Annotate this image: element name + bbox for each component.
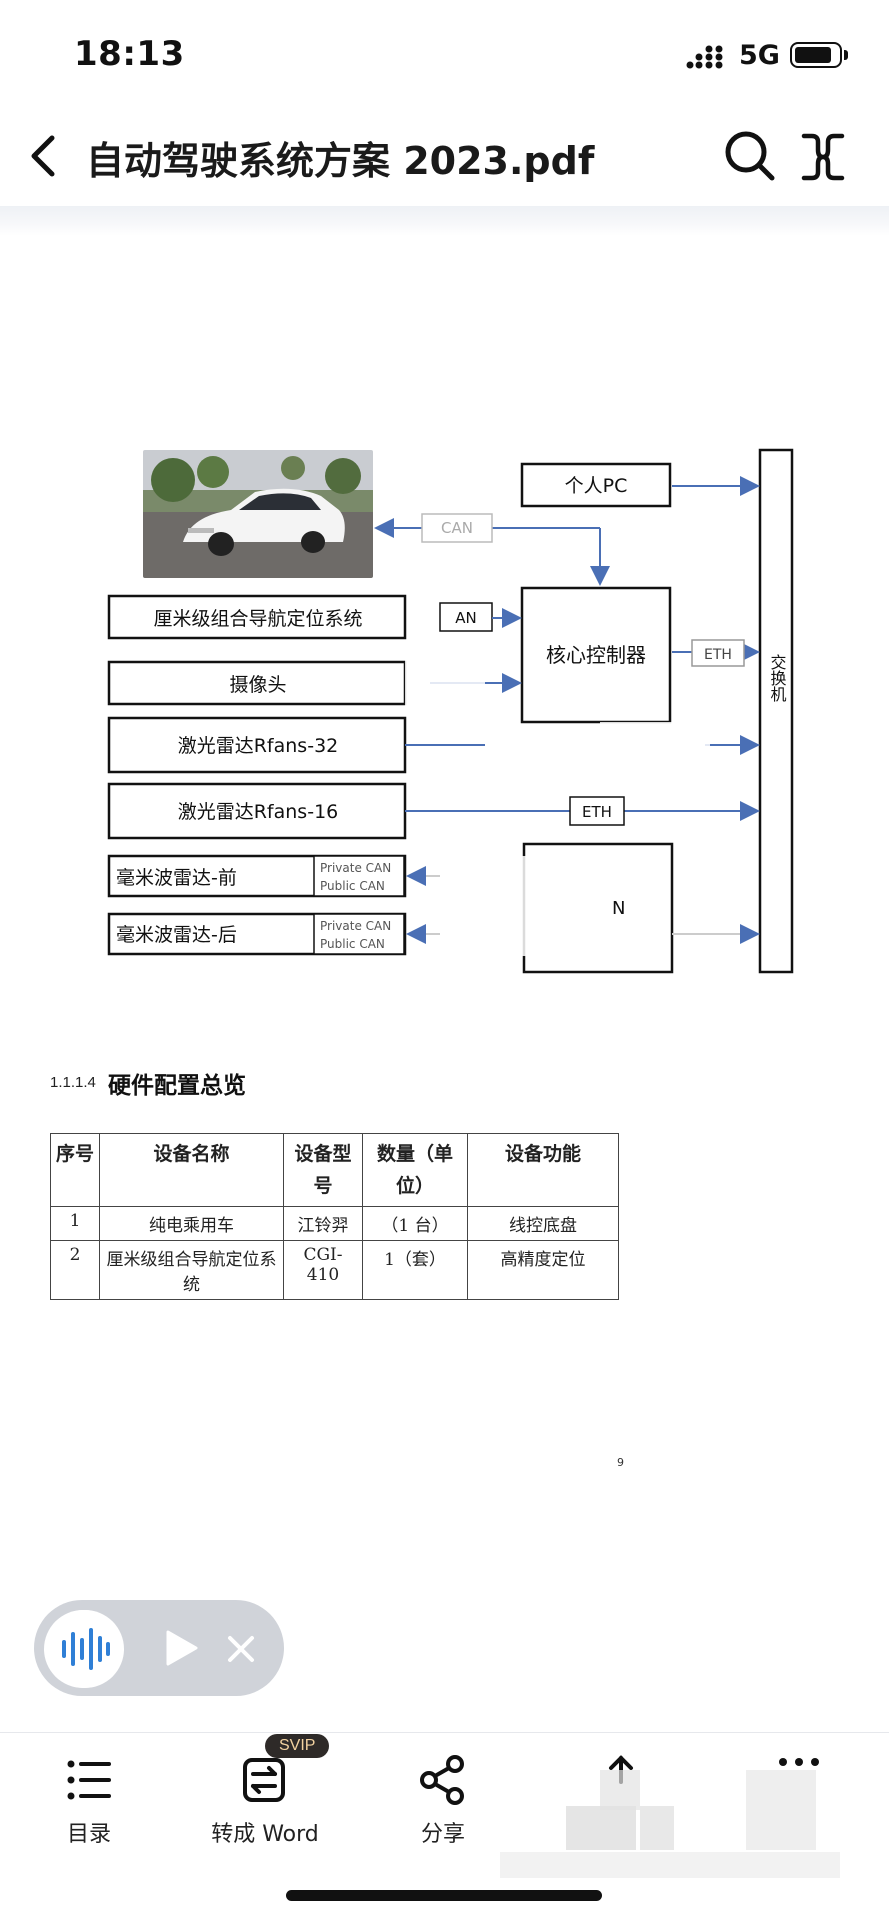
can-top-label: CAN xyxy=(441,519,473,537)
svip-badge: SVIP xyxy=(265,1734,329,1758)
table-cell: 2 xyxy=(51,1241,100,1300)
table-cell: 线控底盘 xyxy=(468,1207,619,1241)
home-indicator xyxy=(286,1890,602,1901)
network-type: 5G xyxy=(739,40,780,71)
table-header: 设备名称 xyxy=(100,1134,284,1207)
table-row: 2 厘米级组合导航定位系统 CGI-410 1（套） 高精度定位 xyxy=(51,1241,619,1300)
radar-rear-label: 毫米波雷达-后 xyxy=(116,924,237,946)
obscured-region xyxy=(440,856,560,956)
back-icon[interactable] xyxy=(22,126,70,186)
eth-controller-label: ETH xyxy=(704,647,732,663)
search-icon[interactable] xyxy=(722,128,778,184)
obscured-region xyxy=(600,1770,640,1810)
switch-label: 交换机 xyxy=(768,654,787,703)
radar-front-label: 毫米波雷达-前 xyxy=(116,867,237,889)
radar-rear-private-can: Private CAN xyxy=(320,919,391,933)
convert-word-icon xyxy=(237,1752,293,1808)
header-divider xyxy=(0,206,889,236)
table-cell: CGI-410 xyxy=(284,1241,363,1300)
table-cell: 纯电乘用车 xyxy=(100,1207,284,1241)
obscured-region xyxy=(746,1770,816,1850)
architecture-diagram: 交换机 个人PC CAN 核心控制器 ETH 厘米级组合导航定位系统 AN 摄像… xyxy=(100,440,800,980)
table-header: 设备功能 xyxy=(468,1134,619,1207)
list-icon xyxy=(61,1752,117,1808)
section-title: 硬件配置总览 xyxy=(108,1066,246,1100)
obscured-region xyxy=(566,1806,636,1850)
obscured-region xyxy=(500,1852,840,1878)
table-cell: 1 xyxy=(51,1207,100,1241)
pc-label: 个人PC xyxy=(565,475,628,497)
table-cell: 高精度定位 xyxy=(468,1241,619,1300)
table-row: 1 纯电乘用车 江铃羿 （1 台） 线控底盘 xyxy=(51,1207,619,1241)
toolbar-label: 目录 xyxy=(24,1816,154,1848)
section-number: 1.1.1.4 xyxy=(50,1074,96,1091)
toolbar-label: 转成 Word xyxy=(200,1816,330,1848)
eth-lidar-label: ETH xyxy=(582,803,612,821)
battery-nub xyxy=(844,50,848,60)
table-cell: 1（套） xyxy=(363,1241,468,1300)
toolbar-item-convert-word[interactable]: 转成 Word xyxy=(200,1742,330,1872)
table-header: 数量（单位） xyxy=(363,1134,468,1207)
table-header: 序号 xyxy=(51,1134,100,1207)
page-number: 9 xyxy=(617,1456,624,1469)
table-header-row: 序号 设备名称 设备型号 数量（单位） 设备功能 xyxy=(51,1134,619,1207)
lidar32-label: 激光雷达Rfans-32 xyxy=(178,735,339,757)
audio-wave-icon[interactable] xyxy=(44,1610,124,1688)
table-cell: 江铃羿 xyxy=(284,1207,363,1241)
play-icon[interactable] xyxy=(160,1628,200,1668)
close-icon[interactable] xyxy=(222,1630,260,1668)
controller-label: 核心控制器 xyxy=(546,643,646,667)
radar-front-public-can: Public CAN xyxy=(320,879,385,893)
switch-box xyxy=(760,450,792,972)
radar-rear-public-can: Public CAN xyxy=(320,937,385,951)
hardware-table: 序号 设备名称 设备型号 数量（单位） 设备功能 1 纯电乘用车 江铃羿 （1 … xyxy=(50,1133,619,1300)
obscured-region xyxy=(640,1806,674,1850)
toolbar-item-share[interactable]: 分享 xyxy=(378,1742,508,1872)
gnss-label: 厘米级组合导航定位系统 xyxy=(153,608,362,630)
cellular-signal-icon xyxy=(686,44,728,70)
document-title: 自动驾驶系统方案 2023.pdf xyxy=(86,130,594,185)
camera-label: 摄像头 xyxy=(229,674,286,696)
obscured-region xyxy=(600,722,710,762)
lidar16-label: 激光雷达Rfans-16 xyxy=(178,801,339,823)
toolbar-label: 分享 xyxy=(378,1816,508,1848)
table-header: 设备型号 xyxy=(284,1134,363,1207)
obscured-region xyxy=(405,650,485,710)
gateway-label: N xyxy=(612,898,625,919)
can-gnss-label: AN xyxy=(455,609,476,627)
battery-icon xyxy=(790,42,842,68)
share-icon xyxy=(415,1752,471,1808)
expand-icon[interactable] xyxy=(796,130,850,184)
table-cell: 厘米级组合导航定位系统 xyxy=(100,1241,284,1300)
toolbar-item-contents[interactable]: 目录 xyxy=(24,1742,154,1872)
table-cell: （1 台） xyxy=(363,1207,468,1241)
status-time: 18:13 xyxy=(74,34,185,74)
radar-front-private-can: Private CAN xyxy=(320,861,391,875)
